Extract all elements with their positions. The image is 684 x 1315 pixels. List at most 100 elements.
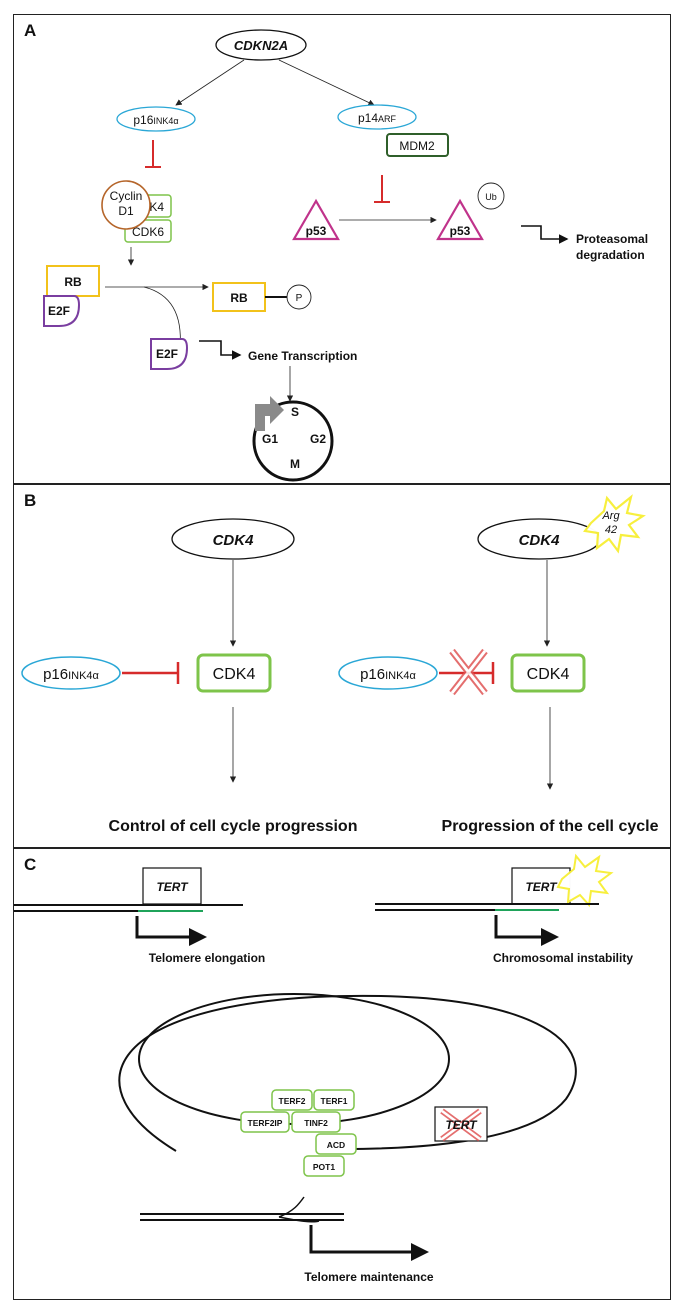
chromosomal-instability-arrow <box>494 915 559 946</box>
p16-left-label: p16INK4α <box>43 666 99 683</box>
arrow-to-p16 <box>175 59 245 106</box>
p53-node <box>292 198 340 241</box>
cdk4-protein-right-label: CDK4 <box>527 666 570 683</box>
p16-right <box>338 656 438 690</box>
cyclin-d1-node <box>101 180 151 230</box>
cycle-s: S <box>291 405 299 419</box>
panel-a: A CDKN2A p16INK4α p14ARF MDM2 <box>13 14 671 484</box>
p14-sub: ARF <box>378 114 397 124</box>
proteasomal-arrow <box>521 225 569 244</box>
p14-main: p14 <box>358 111 378 125</box>
panel-c-diagram: TERT Telomere elongation TERT Chromosoma… <box>14 853 633 1284</box>
mdm2-box <box>386 133 449 157</box>
tert-right-label: TERT <box>525 880 558 894</box>
panel-b-diagram: CDK4 p16INK4α CDK4 Control of cell cycle… <box>21 494 659 835</box>
right-outcome-label: Progression of the cell cycle <box>442 818 659 835</box>
cycle-g2: G2 <box>310 432 326 446</box>
cycle-m: M <box>290 457 300 471</box>
p16-right-main: p16 <box>360 666 385 683</box>
panel-c: C TERT Telomere elongation TERT Chromoso… <box>13 848 671 1300</box>
e2f-label: E2F <box>48 304 70 318</box>
panel-a-label: A <box>24 21 37 40</box>
tert-box-left <box>142 867 202 905</box>
p53-ub-label: p53 <box>450 224 471 238</box>
shelterin-terf2-box <box>271 1089 313 1111</box>
shelterin-terf2: TERF2 <box>279 1096 306 1106</box>
shelterin-terf2ip: TERF2IP <box>248 1118 283 1128</box>
panel-b: B CDK4 p16INK4α CDK4 Control of cell cyc… <box>13 484 671 848</box>
mutation-label-2: 42 <box>605 524 617 536</box>
p53-label: p53 <box>306 224 327 238</box>
p53-ub-node <box>436 198 484 241</box>
arrow-to-p14 <box>278 59 375 106</box>
cdk4-protein-left <box>196 653 272 693</box>
panel-b-label: B <box>24 491 37 510</box>
p16-right-label: p16INK4α <box>360 666 416 683</box>
shelterin-pot1: POT1 <box>313 1162 335 1172</box>
t-loop-outer <box>118 994 577 1152</box>
cdk4-gene-right-label: CDK4 <box>519 532 560 549</box>
cycle-g1: G1 <box>262 432 278 446</box>
mutation-star <box>583 494 646 554</box>
telomere-elongation-label: Telomere elongation <box>149 951 265 965</box>
e2f-free-node <box>150 338 189 370</box>
t-loop-crossing <box>278 1196 320 1223</box>
shelterin-pot1-box <box>303 1155 345 1177</box>
shelterin-terf1: TERF1 <box>321 1096 348 1106</box>
rb-p-box <box>212 282 266 312</box>
p16-main: p16 <box>133 113 153 127</box>
ub-node <box>477 182 505 210</box>
cdkn2a-label: CDKN2A <box>234 38 288 53</box>
p16-left-sub: INK4α <box>68 670 99 682</box>
e2f-free-label: E2F <box>156 347 178 361</box>
tert-left-label: TERT <box>156 880 189 894</box>
rb-label: RB <box>64 275 82 289</box>
telomere-maintenance-label: Telomere maintenance <box>304 1270 433 1284</box>
panel-a-diagram: CDKN2A p16INK4α p14ARF MDM2 CDK4 CDK6 Cy… <box>43 29 648 482</box>
cdk6-label: CDK6 <box>132 225 164 239</box>
cycle-entry-arrow <box>255 396 284 431</box>
cdk4-protein-right <box>510 653 586 693</box>
telomere-elongation-arrow <box>135 916 207 946</box>
cdkn2a-node <box>215 29 307 61</box>
shelterin-terf1-box <box>313 1089 355 1111</box>
rb-box <box>46 265 100 297</box>
proteasomal-label-2: degradation <box>576 248 645 262</box>
panel-c-label: C <box>24 855 37 874</box>
phosphate-node <box>286 284 312 310</box>
crossed-x-icon <box>440 1108 482 1142</box>
p14-node <box>337 104 417 130</box>
cdk4-gene-left-label: CDK4 <box>213 532 254 549</box>
cyclin-label-2: D1 <box>118 204 134 218</box>
left-outcome-label: Control of cell cycle progression <box>109 818 358 835</box>
p16-sub: INK4α <box>153 116 178 126</box>
proteasomal-label-1: Proteasomal <box>576 232 648 246</box>
p14-label: p14ARF <box>358 111 397 125</box>
gene-transcription-label: Gene Transcription <box>248 349 357 363</box>
tert-mutation-star <box>556 853 614 908</box>
telomere-maintenance-arrow <box>309 1225 429 1261</box>
cdk4-gene-left <box>171 518 295 560</box>
p16-left <box>21 656 121 690</box>
e2f-node <box>43 295 81 327</box>
p16-right-sub: INK4α <box>385 670 416 682</box>
cdk4-protein-left-label: CDK4 <box>213 666 256 683</box>
ub-label: Ub <box>485 192 497 202</box>
shelterin-tinf2: TINF2 <box>304 1118 328 1128</box>
rb-p-label: RB <box>230 291 248 305</box>
tert-crossed-label: TERT <box>445 1118 478 1132</box>
shelterin-acd-box <box>315 1133 357 1155</box>
cell-cycle-node <box>252 400 334 482</box>
cyclin-label-1: Cyclin <box>110 189 143 203</box>
shelterin-acd: ACD <box>327 1140 345 1150</box>
mutation-label-1: Arg <box>601 510 620 522</box>
p16-node <box>116 106 196 132</box>
p16-left-main: p16 <box>43 666 68 683</box>
chromosomal-instability-label: Chromosomal instability <box>493 951 633 965</box>
phosphate-label: P <box>296 293 303 304</box>
shelterin-terf2ip-box <box>240 1111 290 1133</box>
blocked-x-icon <box>449 648 488 696</box>
transcription-arrow <box>199 340 242 360</box>
mdm2-label: MDM2 <box>399 139 435 153</box>
shelterin-tinf2-box <box>291 1111 341 1133</box>
